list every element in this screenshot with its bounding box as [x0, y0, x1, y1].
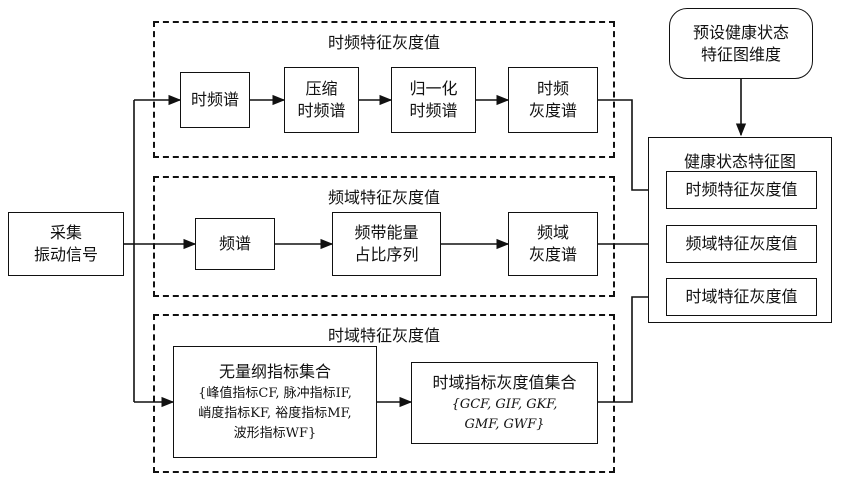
td-gray-value-set-box: 时域指标灰度值集合 {GCF, GIF, GKF, GMF, GWF} — [411, 362, 598, 444]
dimensionless-line2: 峭度指标KF, 裕度指标MF, — [198, 404, 351, 424]
dimensionless-line3: 波形指标WF} — [234, 424, 317, 444]
tf-gray-line1: 时频 — [537, 78, 569, 100]
normalized-line2: 时频谱 — [409, 100, 457, 122]
dimensionless-title: 无量纲指标集合 — [219, 360, 331, 384]
tf-gray-line2: 灰度谱 — [529, 100, 577, 122]
fd-gray-spectrum-box: 频域 灰度谱 — [508, 212, 598, 276]
tf-spectrum-box: 时频谱 — [180, 72, 250, 128]
source-line1: 采集 — [50, 222, 82, 244]
frequency-spectrum-label: 频谱 — [219, 233, 251, 255]
td-gray-line2: GMF, GWF} — [465, 415, 545, 435]
band-energy-line1: 频带能量 — [354, 222, 418, 244]
output-td-gray-label: 时域特征灰度值 — [685, 286, 797, 308]
output-tf-gray-label: 时频特征灰度值 — [685, 179, 797, 201]
tf-spectrum-label: 时频谱 — [191, 89, 239, 111]
normalized-tf-spectrum-box: 归一化 时频谱 — [391, 67, 476, 133]
output-td-gray-box: 时域特征灰度值 — [666, 278, 817, 316]
preset-line2: 特征图维度 — [701, 44, 781, 66]
tf-gray-spectrum-box: 时频 灰度谱 — [508, 67, 598, 133]
band-energy-line2: 占比序列 — [354, 244, 418, 266]
td-gray-line1: {GCF, GIF, GKF, — [452, 395, 558, 415]
time-frequency-region-title: 时频特征灰度值 — [155, 29, 613, 53]
td-gray-title: 时域指标灰度值集合 — [432, 371, 576, 395]
output-fd-gray-label: 频域特征灰度值 — [685, 233, 797, 255]
compressed-tf-spectrum-box: 压缩 时频谱 — [284, 67, 359, 133]
compressed-line1: 压缩 — [305, 78, 337, 100]
preset-dimension-box: 预设健康状态 特征图维度 — [669, 8, 813, 79]
preset-line1: 预设健康状态 — [693, 22, 789, 44]
dimensionless-index-set-box: 无量纲指标集合 {峰值指标CF, 脉冲指标IF, 峭度指标KF, 裕度指标MF,… — [173, 346, 377, 458]
health-state-feature-map-title: 健康状态特征图 — [649, 148, 831, 172]
time-domain-region-title: 时域特征灰度值 — [155, 322, 613, 346]
dimensionless-line1: {峰值指标CF, 脉冲指标IF, — [198, 384, 352, 404]
source-line2: 振动信号 — [34, 244, 98, 266]
band-energy-ratio-box: 频带能量 占比序列 — [332, 212, 441, 276]
output-fd-gray-box: 频域特征灰度值 — [666, 225, 817, 263]
normalized-line1: 归一化 — [409, 78, 457, 100]
fd-gray-line1: 频域 — [537, 222, 569, 244]
output-tf-gray-box: 时频特征灰度值 — [666, 171, 817, 209]
frequency-spectrum-box: 频谱 — [195, 218, 275, 270]
compressed-line2: 时频谱 — [297, 100, 345, 122]
fd-gray-line2: 灰度谱 — [529, 244, 577, 266]
frequency-domain-region-title: 频域特征灰度值 — [155, 184, 613, 208]
source-signal-box: 采集 振动信号 — [8, 212, 124, 276]
